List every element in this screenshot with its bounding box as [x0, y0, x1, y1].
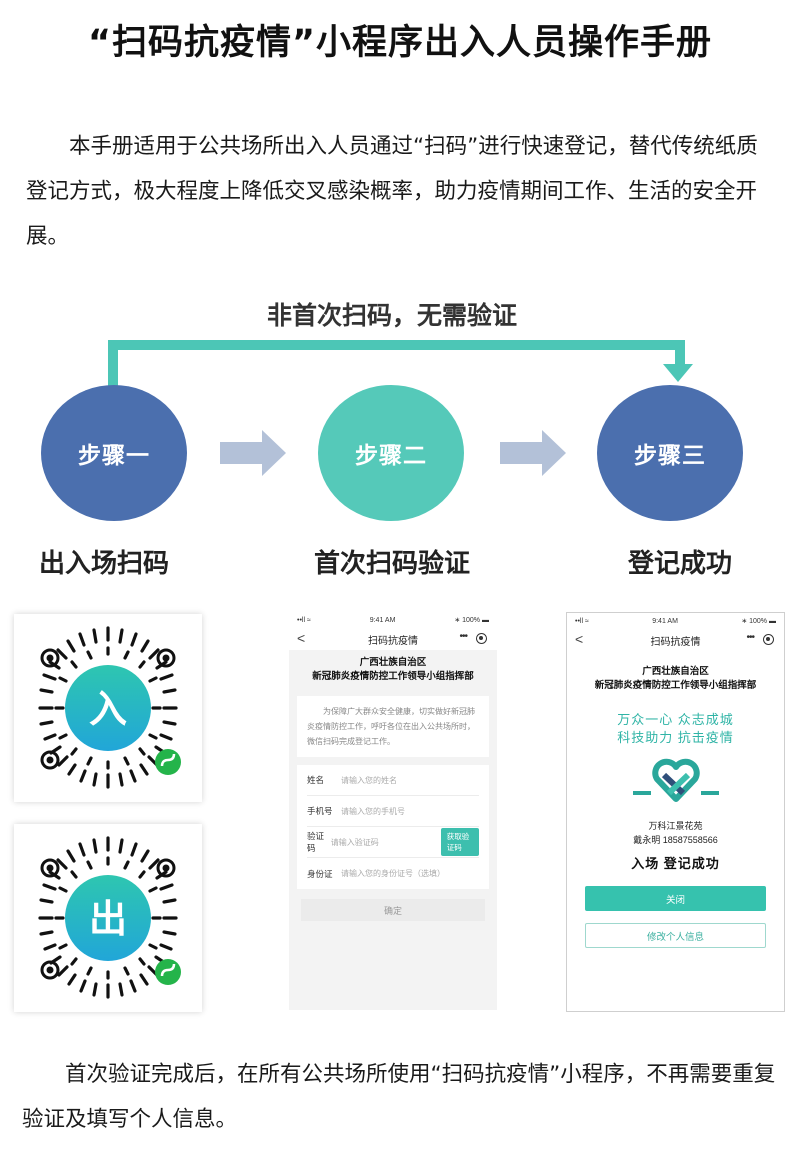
more-icon[interactable]: •••	[746, 632, 754, 643]
phone-row: 手机号	[307, 796, 479, 827]
step-three-label: 登记成功	[627, 549, 732, 579]
exit-qr-code: 出	[14, 824, 202, 1012]
loop-arrow-head	[663, 364, 693, 382]
outro-paragraph: 首次验证完成后，在所有公共场所使用“扫码抗疫情”小程序，不再需要重复验证及填写个…	[22, 1062, 776, 1132]
step-one-label: 出入场扫码	[38, 549, 169, 579]
miniprogram-icon	[155, 749, 181, 775]
name-row: 姓名	[307, 765, 479, 796]
slogan-line-1: 万众一心 众志成城	[617, 712, 734, 727]
step-one-circle: 步骤一	[41, 385, 187, 521]
signal-icon: ••ll ≈	[297, 616, 311, 624]
code-row: 验证码 获取验证码	[307, 827, 479, 858]
close-miniprogram-icon[interactable]	[476, 633, 487, 644]
step-two-label: 首次扫码验证	[313, 549, 470, 579]
id-row: 身份证	[307, 858, 479, 889]
flow-arrow-2	[500, 430, 566, 476]
step-one-text: 步骤一	[78, 443, 150, 469]
loop-line-right	[675, 340, 685, 366]
miniprogram-icon	[155, 959, 181, 985]
place-name: 万科江景花苑	[648, 821, 703, 831]
heart-logo-icon	[567, 753, 784, 805]
org-line-2: 新冠肺炎疫情防控工作领导小组指挥部	[312, 671, 474, 682]
back-icon[interactable]: <	[297, 630, 306, 646]
nav-title: 扫码抗疫情	[368, 635, 418, 647]
battery-icon: ∗ 100% ▬	[454, 617, 489, 624]
status-bar: ••ll ≈ 9:41 AM ∗ 100% ▬	[567, 613, 784, 629]
enter-qr-graphic: 入	[38, 626, 181, 789]
step-two-circle: 步骤二	[318, 385, 464, 521]
loop-line-left	[108, 340, 118, 386]
back-icon[interactable]: <	[575, 631, 584, 647]
org-line-2: 新冠肺炎疫情防控工作领导小组指挥部	[594, 680, 757, 691]
nav-bar: < 扫码抗疫情 •••	[289, 628, 497, 650]
status-time: 9:41 AM	[652, 617, 678, 625]
close-miniprogram-icon[interactable]	[763, 634, 774, 645]
page-title: “扫码抗疫情”小程序出入人员操作手册	[87, 23, 712, 63]
get-code-button[interactable]: 获取验证码	[440, 828, 479, 856]
person-info: 戴永明 18587558566	[633, 835, 718, 845]
step-two-text: 步骤二	[355, 443, 427, 469]
confirm-button[interactable]: 确定	[301, 899, 485, 921]
org-line-1: 广西壮族自治区	[359, 657, 427, 668]
phone-input[interactable]	[341, 806, 479, 816]
phone-label: 手机号	[307, 806, 333, 816]
id-input[interactable]	[341, 869, 479, 878]
name-label: 姓名	[307, 775, 325, 785]
org-line-1: 广西壮族自治区	[642, 666, 709, 677]
enter-qr-char: 入	[89, 687, 127, 731]
registration-form: 姓名 手机号 验证码 获取验证码 身份证	[297, 765, 489, 889]
code-label: 验证码	[307, 831, 325, 853]
org-header: 广西壮族自治区 新冠肺炎疫情防控工作领导小组指挥部	[289, 650, 497, 690]
name-input[interactable]	[341, 775, 479, 785]
id-label: 身份证	[307, 868, 333, 879]
nav-title: 扫码抗疫情	[650, 636, 701, 648]
skip-verify-caption: 非首次扫码，无需验证	[266, 301, 517, 330]
more-icon[interactable]: •••	[459, 631, 467, 642]
slogan-line-2: 科技助力 抗击疫情	[617, 730, 734, 745]
exit-qr-graphic: 出	[38, 836, 181, 999]
signal-icon: ••ll ≈	[575, 617, 589, 625]
intro-paragraph: 本手册适用于公共场所出入人员通过“扫码”进行快速登记，替代传统纸质登记方式，极大…	[26, 134, 758, 249]
success-status: 入场 登记成功	[631, 856, 720, 871]
slogan: 万众一心 众志成城 科技助力 抗击疫情	[567, 711, 784, 747]
flow-arrow-1	[220, 430, 286, 476]
success-phone-screen: ••ll ≈ 9:41 AM ∗ 100% ▬ < 扫码抗疫情 ••• 广西壮族…	[566, 612, 785, 1012]
status-time: 9:41 AM	[369, 616, 396, 624]
org-header: 广西壮族自治区 新冠肺炎疫情防控工作领导小组指挥部	[567, 651, 784, 699]
nav-bar: < 扫码抗疫情 •••	[567, 629, 784, 651]
exit-qr-char: 出	[89, 897, 127, 941]
close-button[interactable]: 关闭	[585, 886, 766, 911]
step-three-text: 步骤三	[634, 443, 706, 469]
battery-icon: ∗ 100% ▬	[741, 618, 776, 625]
status-bar: ••ll ≈ 9:41 AM ∗ 100% ▬	[289, 612, 497, 628]
edit-info-button[interactable]: 修改个人信息	[585, 923, 766, 948]
verify-phone-screen: ••ll ≈ 9:41 AM ∗ 100% ▬ < 扫码抗疫情 ••• 广西壮族…	[289, 612, 497, 1010]
loop-line-top	[108, 340, 685, 350]
step-three-circle: 步骤三	[597, 385, 743, 521]
enter-qr-code: 入	[14, 614, 202, 802]
code-input[interactable]	[330, 837, 441, 847]
notice-text: 为保障广大群众安全健康，切实做好新冠肺炎疫情防控工作，呼吁各位在出入公共场所时，…	[297, 696, 489, 757]
